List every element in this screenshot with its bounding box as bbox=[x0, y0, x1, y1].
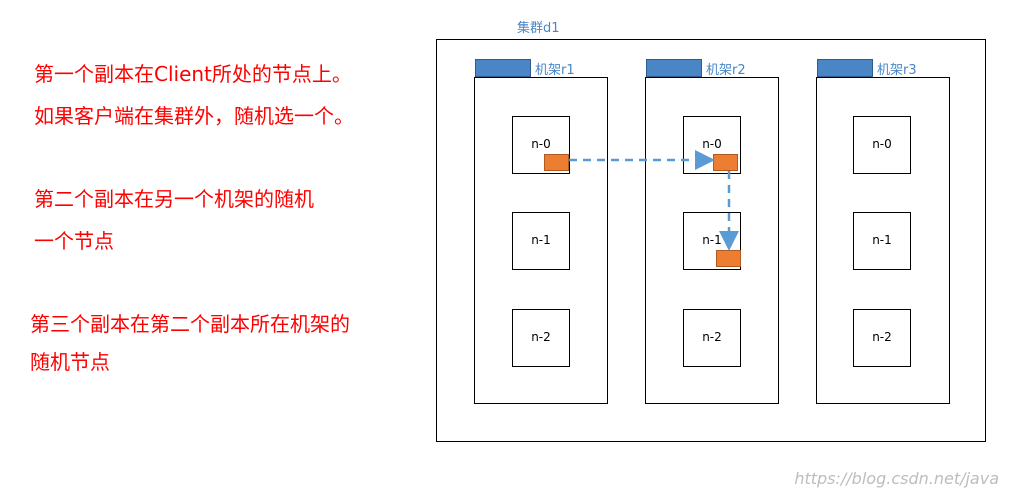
node-label: n-1 bbox=[872, 233, 892, 247]
rack-r3-node-2: n-2 bbox=[853, 309, 911, 367]
note-line-4: 一个节点 bbox=[34, 229, 114, 253]
rack-r1-tab bbox=[475, 59, 531, 77]
cluster-box bbox=[436, 39, 986, 442]
note-line-2: 如果客户端在集群外，随机选一个。 bbox=[34, 104, 354, 128]
replica-1 bbox=[544, 154, 569, 171]
node-label: n-1 bbox=[702, 233, 722, 247]
node-label: n-2 bbox=[872, 330, 892, 344]
rack-r1-node-1: n-1 bbox=[512, 212, 570, 270]
note-line-6: 随机节点 bbox=[30, 350, 110, 374]
node-label: n-0 bbox=[872, 137, 892, 151]
rack-r2 bbox=[645, 77, 779, 404]
rack-r3-node-0: n-0 bbox=[853, 116, 911, 174]
node-label: n-2 bbox=[702, 330, 722, 344]
rack-r1-node-2: n-2 bbox=[512, 309, 570, 367]
node-label: n-0 bbox=[702, 137, 722, 151]
rack-r2-tab bbox=[646, 59, 702, 77]
rack-r3-label: 机架r3 bbox=[877, 63, 917, 78]
node-label: n-2 bbox=[531, 330, 551, 344]
rack-r3-node-1: n-1 bbox=[853, 212, 911, 270]
cluster-label: 集群d1 bbox=[517, 21, 560, 36]
rack-r2-node-2: n-2 bbox=[683, 309, 741, 367]
rack-r1-label: 机架r1 bbox=[535, 63, 575, 78]
note-line-3: 第二个副本在另一个机架的随机 bbox=[34, 187, 314, 211]
note-line-5: 第三个副本在第二个副本所在机架的 bbox=[30, 312, 350, 336]
watermark: https://blog.csdn.net/java bbox=[794, 469, 999, 488]
rack-r1-node-0: n-0 bbox=[512, 116, 570, 174]
rack-r3-tab bbox=[817, 59, 873, 77]
node-label: n-1 bbox=[531, 233, 551, 247]
rack-r2-label: 机架r2 bbox=[706, 63, 746, 78]
note-line-1: 第一个副本在Client所处的节点上。 bbox=[34, 62, 352, 86]
node-label: n-0 bbox=[531, 137, 551, 151]
rack-r3 bbox=[816, 77, 950, 404]
rack-r1 bbox=[474, 77, 608, 404]
